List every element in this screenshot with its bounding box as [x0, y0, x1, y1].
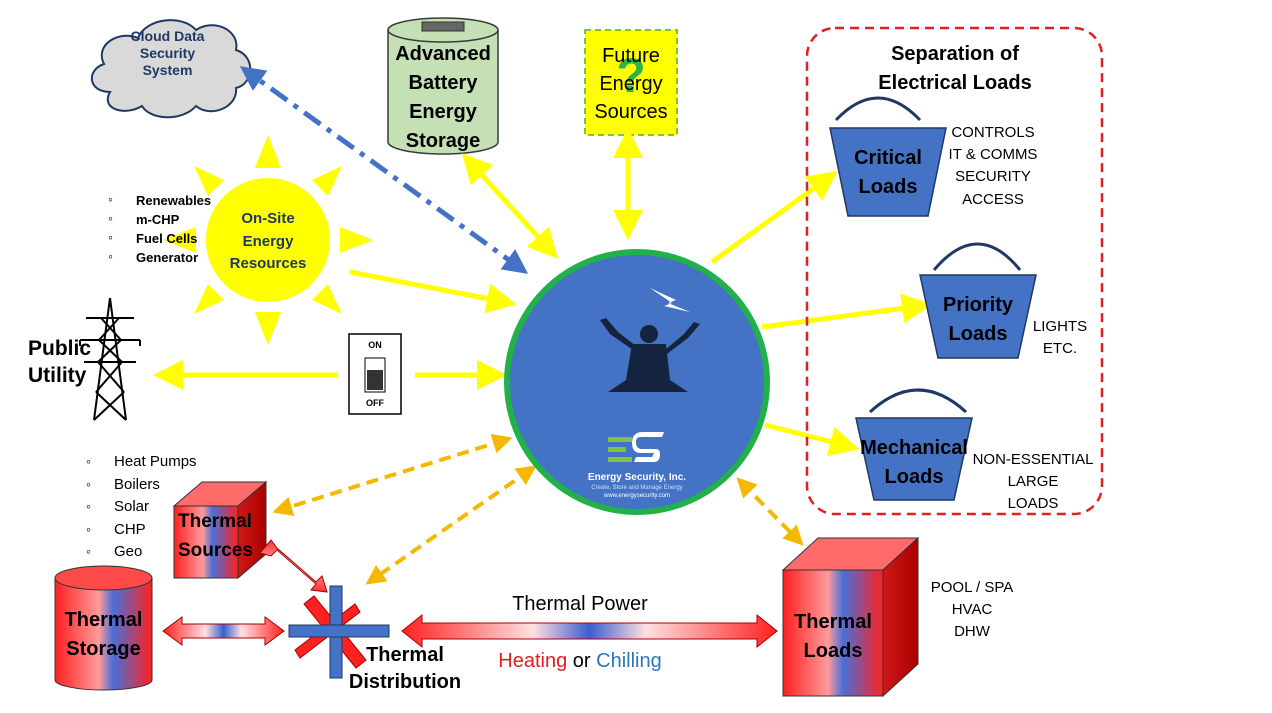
electrical-loads-panel	[805, 26, 1104, 516]
or-text: or	[572, 650, 591, 672]
conductor-figure-icon	[600, 318, 700, 392]
critical-loads-bucket	[829, 96, 947, 217]
heating-text: Heating	[498, 650, 568, 672]
thermal-loads-cube	[781, 536, 920, 698]
list-item: CHP	[84, 518, 197, 542]
switch-on-label: ON	[368, 340, 382, 350]
list-item: Heat Pumps	[84, 450, 197, 474]
chilling-text: Chilling	[596, 650, 662, 672]
switch-off-label: OFF	[366, 398, 384, 408]
yellow-arrows	[153, 128, 932, 457]
transmission-tower-icon	[79, 297, 141, 421]
hub-company: Energy Security, Inc.	[587, 472, 687, 483]
onsite-list: Renewables m-CHP Fuel Cells Generator	[106, 190, 211, 267]
thermal-storage-cylinder	[54, 565, 153, 691]
list-item: Boilers	[84, 473, 197, 497]
cloud-link-arrow	[239, 66, 529, 274]
future-question-mark: ?	[616, 50, 646, 103]
thermal-power-arrow	[401, 613, 778, 649]
cloud-shape	[91, 19, 252, 119]
mechanical-loads-bucket	[855, 388, 973, 501]
list-item: Solar	[84, 495, 197, 519]
priority-loads-bucket	[919, 242, 1037, 359]
future-energy-box	[584, 29, 678, 136]
heating-chilling-label: Heating or Chilling	[460, 649, 700, 673]
thermal-storage-arrow	[162, 616, 285, 646]
thermal-sources-cube	[172, 480, 268, 580]
lightning-icon	[650, 288, 690, 312]
list-item: Geo	[84, 540, 197, 564]
list-item: m-CHP	[106, 209, 211, 229]
list-item: Generator	[106, 247, 211, 267]
es-logo	[608, 432, 664, 462]
hub-tagline: Create, Store and Manage Energy	[591, 485, 683, 491]
thermal-distribution-hub	[288, 585, 390, 679]
thermal-sources-list: Heat Pumps Boilers Solar CHP Geo	[84, 450, 197, 564]
thermal-power-label: Thermal Power	[512, 593, 648, 615]
list-item: Renewables	[106, 190, 211, 210]
list-item: Fuel Cells	[106, 228, 211, 248]
on-off-switch-icon	[348, 333, 402, 415]
hub-url: www.energysecurity.com	[604, 493, 670, 499]
orange-thermal-links	[272, 434, 804, 585]
thermal-sources-arrow	[259, 539, 328, 593]
